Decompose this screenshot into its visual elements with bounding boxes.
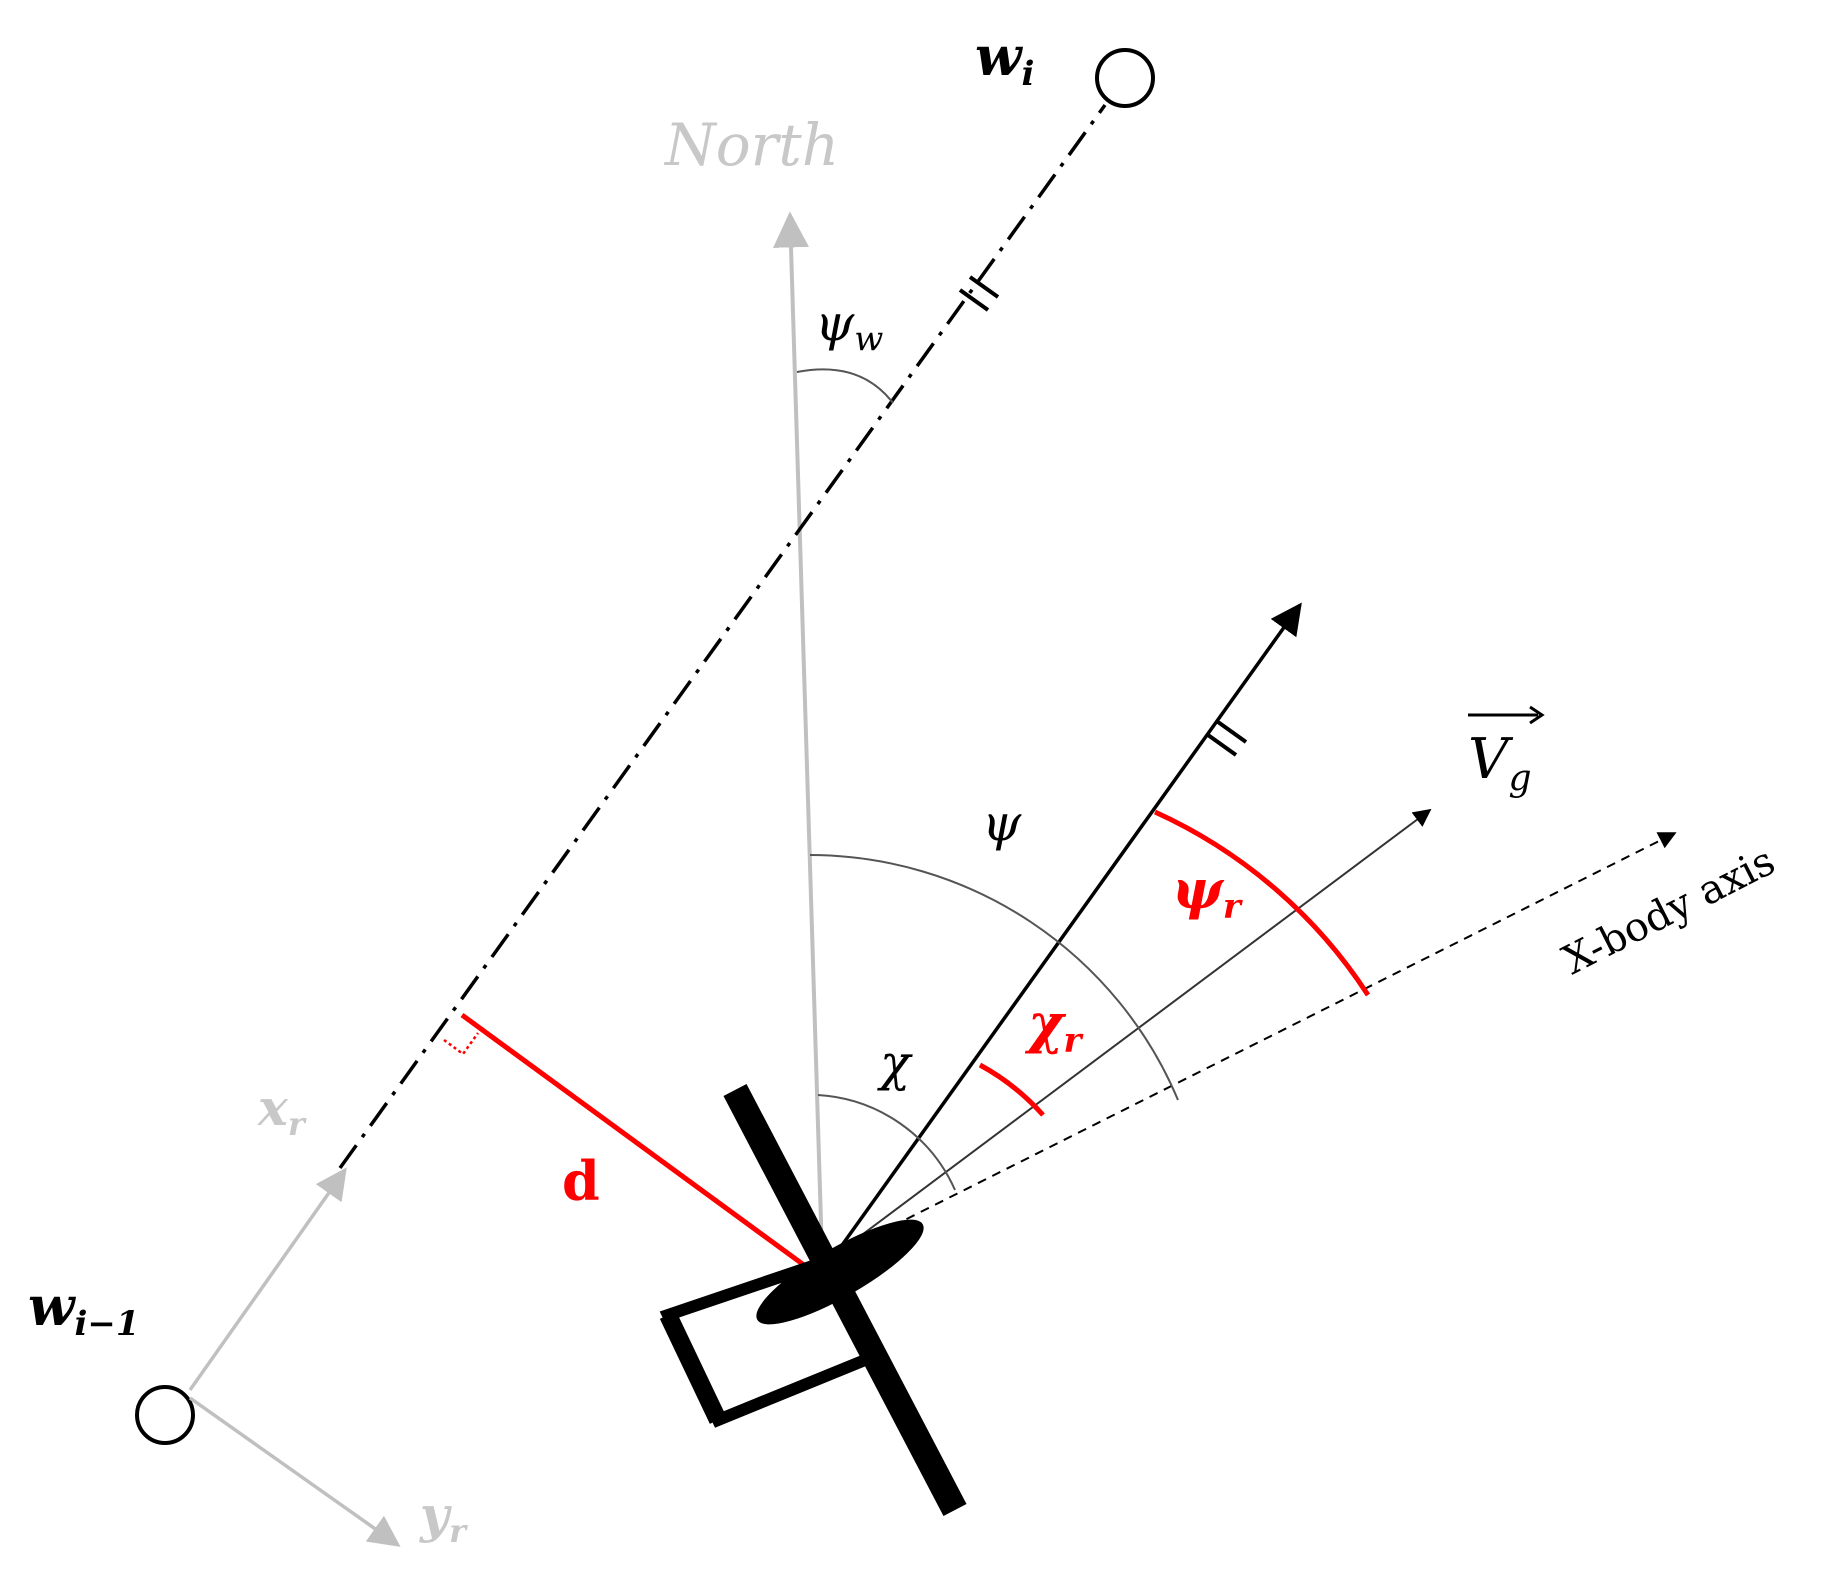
cross-track-distance-line (460, 1012, 810, 1271)
north-axis (773, 211, 824, 1256)
yr-axis (188, 1396, 401, 1547)
ground-velocity-label: Vg (1468, 705, 1545, 799)
waypoint-wi-icon (1095, 48, 1155, 108)
psi-label: ψ (982, 794, 1022, 852)
xr-label: xr (257, 1078, 307, 1143)
right-angle-marker (443, 1032, 480, 1056)
parallel-mark-heading (1206, 720, 1248, 757)
psi-w-arc (796, 368, 894, 404)
chi-label: χ (877, 1034, 913, 1092)
x-body-axis-line (834, 832, 1677, 1256)
waypoint-wi-label: wi (975, 24, 1034, 94)
ground-velocity-line (834, 808, 1432, 1256)
heading-line (833, 602, 1302, 1257)
waypoint-wi-minus-1-label: wi−1 (28, 1274, 140, 1344)
aircraft-icon (659, 1083, 967, 1517)
psi-r-arc (1153, 809, 1371, 997)
parallel-mark-path (958, 275, 1000, 312)
psi-arc (809, 854, 1179, 1101)
x-body-axis-label: X-body axis (1556, 838, 1783, 984)
north-label: North (663, 111, 839, 179)
chi-r-arc (978, 1062, 1045, 1117)
waypoint-path-line (338, 103, 1107, 1170)
psi-w-label: ψw (815, 294, 883, 359)
xr-axis (188, 1167, 347, 1392)
chi-r-label: χr (1024, 991, 1084, 1061)
distance-d-label: d (562, 1149, 600, 1213)
yr-label: yr (419, 1485, 468, 1550)
psi-r-label: ψr (1172, 857, 1243, 927)
svg-text:Vg: Vg (1468, 727, 1532, 799)
waypoint-wi-minus-1-icon (135, 1385, 195, 1445)
chi-arc (817, 1094, 956, 1191)
